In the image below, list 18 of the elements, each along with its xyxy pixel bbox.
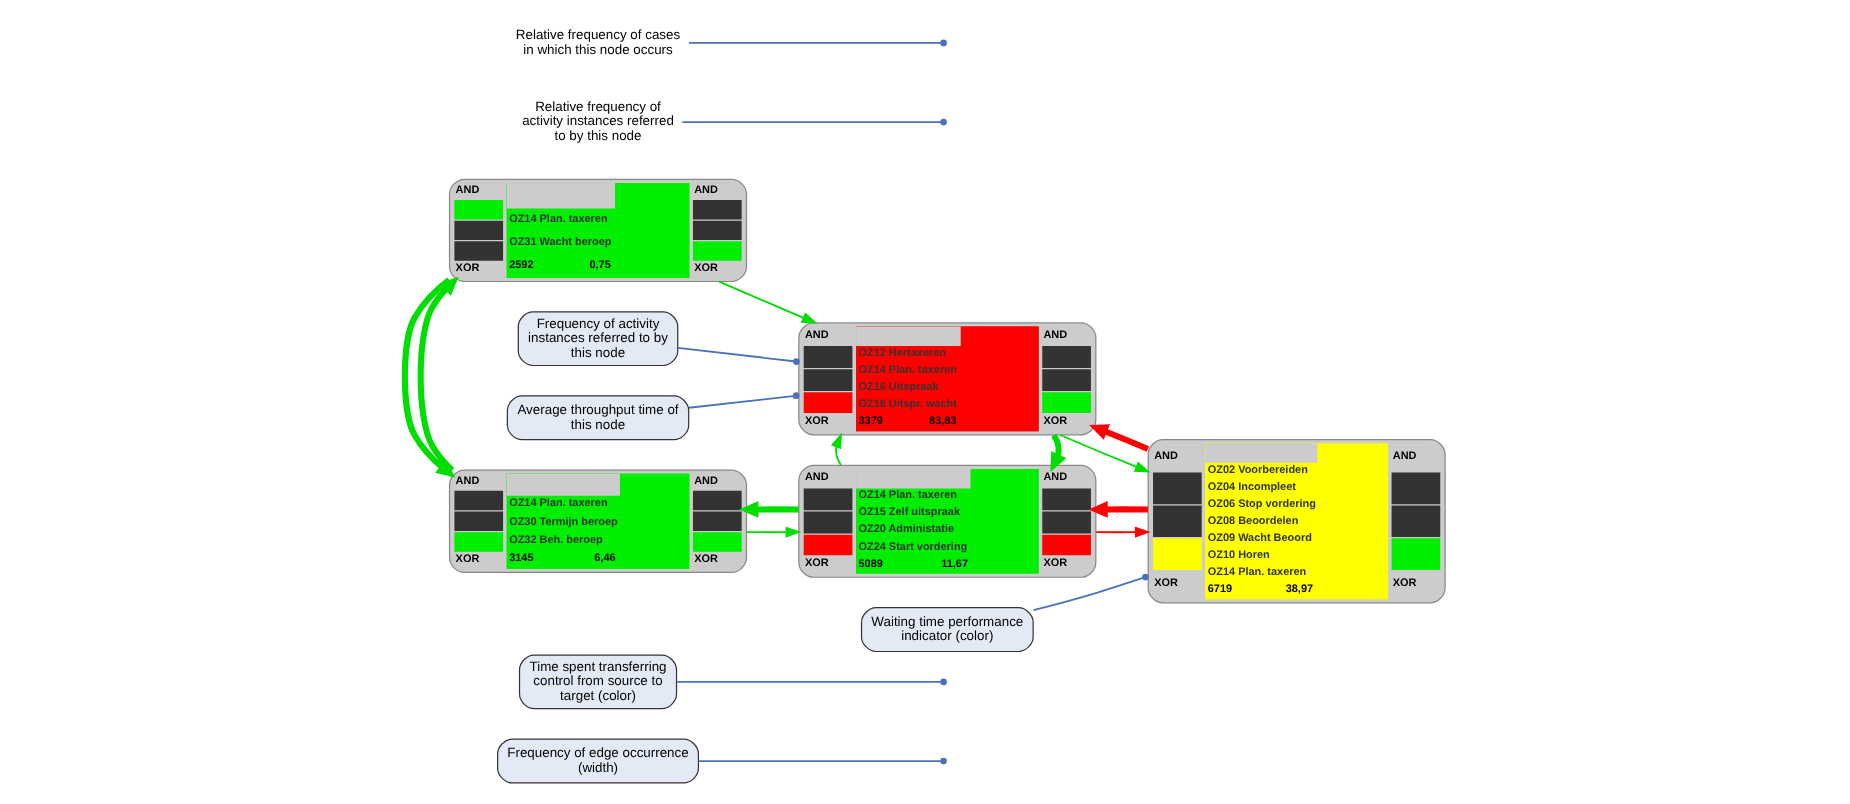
connector [688, 42, 942, 44]
connector [1032, 573, 1149, 612]
connector [697, 760, 942, 762]
arrow [718, 280, 818, 324]
arrow [1050, 433, 1067, 472]
arrow [830, 432, 842, 466]
arrow [1095, 526, 1151, 538]
connector [675, 681, 942, 683]
arrow [745, 526, 802, 538]
arrow [1088, 501, 1148, 518]
arrow [739, 501, 799, 518]
arrow [1059, 434, 1151, 473]
connector [688, 392, 800, 409]
connector [677, 346, 800, 365]
connector [681, 121, 943, 123]
arrow [401, 277, 456, 478]
arrow [1089, 424, 1150, 452]
arrow [417, 276, 459, 473]
